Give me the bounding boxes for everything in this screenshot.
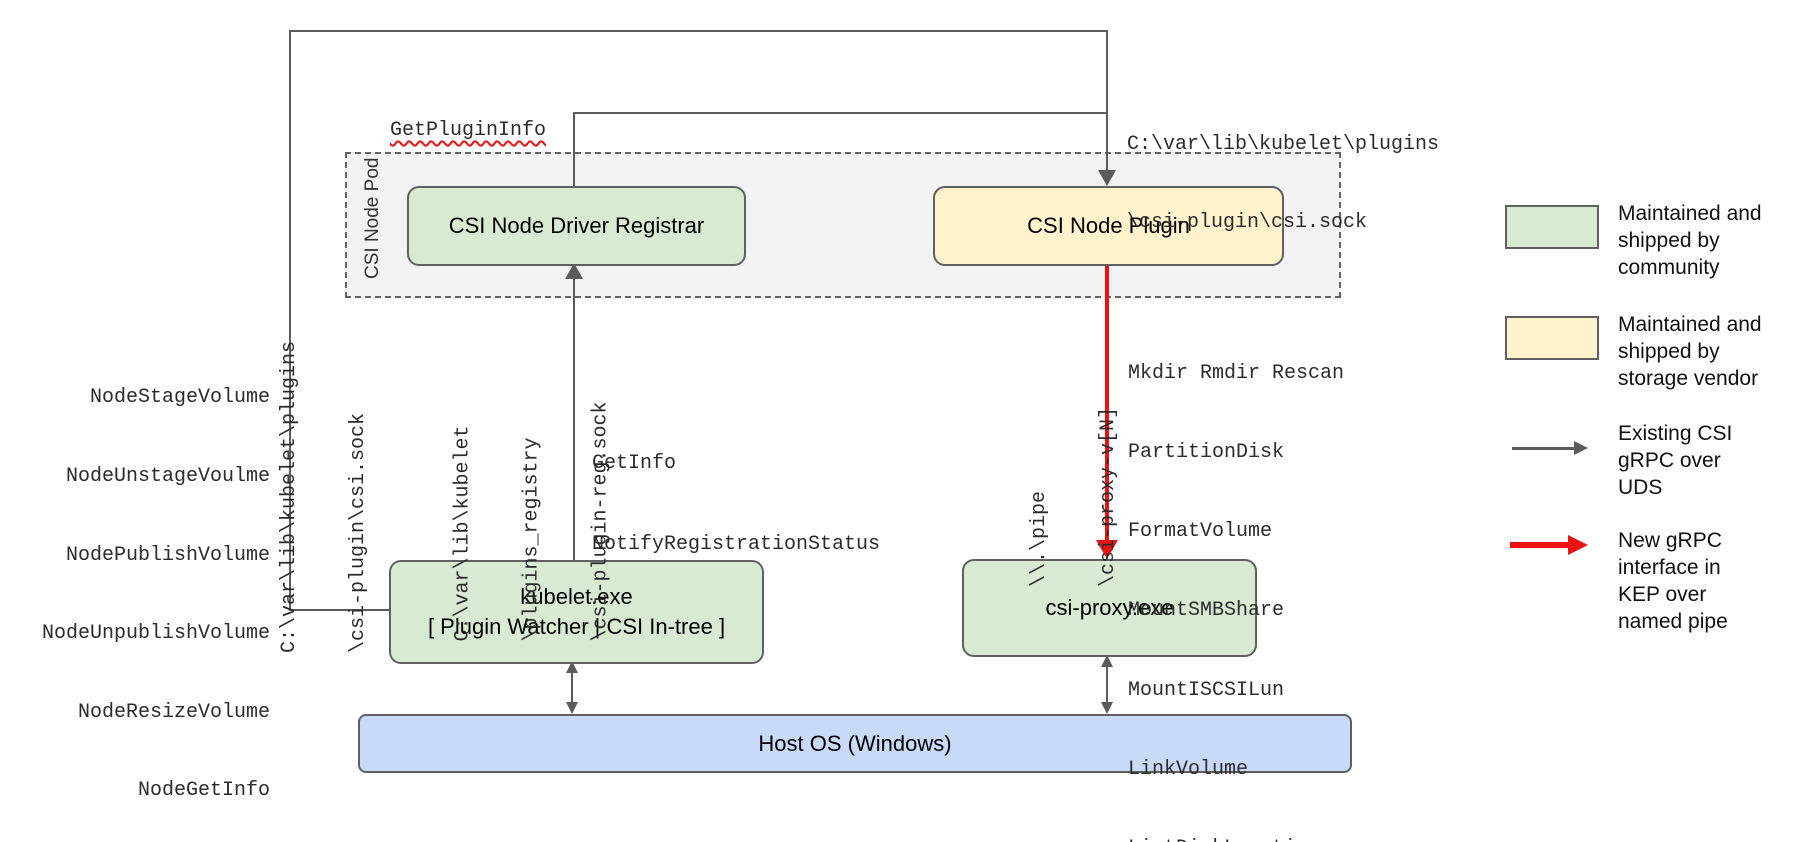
arrow-into-registrar-icon: [565, 263, 583, 279]
registry-sock-rot-line2: \plugins_registry: [520, 437, 544, 642]
legend-line: gRPC over: [1618, 449, 1721, 472]
proxy-method-item: MountISCSILun: [1128, 678, 1285, 702]
connector-getplugininfo: [573, 112, 1108, 114]
legend-gray-arrow-icon: [1574, 441, 1588, 455]
csi-proxy-box: csi-proxy.exe: [962, 559, 1257, 657]
node-method-item: NodeGetInfo: [137, 779, 270, 803]
legend-line: shipped by: [1618, 229, 1720, 252]
getinfo-label: GetInfo: [592, 452, 677, 475]
node-methods-list: NodeStageVolume NodeUnstageVoulme NodePu…: [30, 333, 270, 842]
proxy-methods-list: Mkdir Rmdir Rescan PartitionDisk FormatV…: [1128, 308, 1344, 842]
legend-vendor-text: Maintained and shipped by storage vendor: [1618, 311, 1762, 392]
kubelet-csi-sock-rot-line1: C:\var\lib\kubelet\plugins: [278, 340, 301, 653]
proxy-method-item: ListDiskLocations: [1128, 836, 1344, 842]
legend-named-pipe-text: New gRPC interface in KEP over named pip…: [1618, 527, 1728, 635]
getplugininfo-label: GetPluginInfo: [390, 119, 547, 142]
kubelet-box: kubelet.exe [ Plugin Watcher | CSI In-tr…: [389, 560, 764, 664]
legend-red-arrow-line: [1510, 542, 1570, 548]
legend-line: community: [1618, 256, 1720, 279]
legend-line: shipped by: [1618, 340, 1720, 363]
connector-kubelet-hostos: [571, 672, 573, 704]
host-os-box: Host OS (Windows): [358, 714, 1352, 773]
legend-line: Maintained and: [1618, 202, 1762, 225]
connector-kubelet-loop-top: [289, 30, 1108, 32]
connector-plugin-drop: [1106, 30, 1108, 177]
named-pipe-rotated-label: \\.\pipe \csi-proxy-v[N]: [982, 387, 1166, 587]
csi-sock-path-line1: C:\var\lib\kubelet\plugins: [1127, 133, 1440, 156]
kubelet-label-line1: kubelet.exe: [520, 584, 633, 609]
node-method-item: NodeResizeVolume: [77, 700, 270, 724]
connector-kubelet-to-registrar: [573, 278, 575, 560]
kubelet-csi-sock-rot-line2: \csi-plugin\csi.sock: [347, 412, 370, 653]
legend-line: UDS: [1618, 476, 1663, 499]
csi-node-plugin-label: CSI Node Plugin: [1027, 213, 1190, 238]
legend-red-arrow-icon: [1568, 535, 1588, 555]
connector-csiproxy-hostos: [1106, 666, 1108, 704]
proxy-method-item: MountSMBShare: [1128, 599, 1285, 623]
red-arrow-into-csi-proxy-icon: [1096, 540, 1118, 559]
legend-line: New gRPC: [1618, 529, 1722, 552]
legend-community-swatch: [1505, 205, 1599, 249]
legend-vendor-swatch: [1505, 316, 1599, 360]
legend-gray-arrow-line: [1512, 447, 1574, 450]
proxy-method-item: PartitionDisk: [1128, 441, 1285, 465]
proxy-method-item: LinkVolume: [1128, 757, 1249, 781]
proxy-method-item: Mkdir Rmdir Rescan: [1128, 361, 1345, 385]
kubelet-label-line2: [ Plugin Watcher | CSI In-tree ]: [427, 614, 726, 639]
kubelet-hostos-up-arrow-icon: [566, 661, 578, 673]
plugin-registry-sock-rotated-label: C:\var\lib\kubelet \plugins_registry \cs…: [406, 392, 659, 642]
kubelet-hostos-down-arrow-icon: [566, 702, 578, 714]
connector-plugin-to-csiproxy-red: [1105, 262, 1109, 542]
node-method-item: NodePublishVolume: [65, 543, 270, 567]
arrow-into-csi-node-plugin-icon: [1098, 170, 1116, 186]
pipe-rot-line1: \\.\pipe: [1028, 490, 1051, 587]
connector-kubelet-loop-left: [289, 30, 291, 611]
csi-sock-path-label: C:\var\lib\kubelet\plugins \csi-plugin\c…: [1127, 80, 1439, 288]
proxy-method-item: FormatVolume: [1128, 520, 1273, 544]
legend-line: Existing CSI: [1618, 422, 1733, 445]
legend-line: named pipe: [1618, 610, 1728, 633]
node-method-item: NodeStageVolume: [89, 386, 270, 410]
csiproxy-hostos-up-arrow-icon: [1101, 655, 1113, 667]
csi-node-driver-registrar-label: CSI Node Driver Registrar: [448, 213, 705, 238]
host-os-label: Host OS (Windows): [758, 730, 952, 756]
legend-line: Maintained and: [1618, 313, 1762, 336]
csiproxy-hostos-down-arrow-icon: [1101, 702, 1113, 714]
csi-sock-path-line2: \csi-plugin\csi.sock: [1127, 211, 1368, 234]
pipe-rot-line2: \csi-proxy-v[N]: [1097, 406, 1120, 587]
connector-kubelet-loop-bottom: [289, 609, 390, 611]
node-method-item: NodeUnstageVoulme: [65, 465, 270, 489]
legend-community-text: Maintained and shipped by community: [1618, 200, 1762, 281]
legend-uds-text: Existing CSI gRPC over UDS: [1618, 420, 1732, 501]
kubelet-csi-sock-rotated-label: C:\var\lib\kubelet\plugins \csi-plugin\c…: [232, 333, 416, 653]
csi-proxy-label: csi-proxy.exe: [1045, 595, 1174, 620]
legend-line: storage vendor: [1618, 367, 1759, 390]
csi-node-plugin-box: CSI Node Plugin: [933, 186, 1284, 266]
legend-line: KEP over: [1618, 583, 1707, 606]
node-method-item: NodeUnpublishVolume: [41, 622, 270, 646]
legend-line: interface in: [1618, 556, 1721, 579]
registration-calls-label: GetInfo NotifyRegistrationStatus: [592, 396, 880, 612]
csi-node-driver-registrar-box: CSI Node Driver Registrar: [407, 186, 746, 266]
registry-sock-rot-line1: C:\var\lib\kubelet: [451, 425, 475, 642]
connector-registrar-up: [573, 112, 575, 186]
notify-registration-status-label: NotifyRegistrationStatus: [592, 533, 881, 556]
registry-sock-rot-line3: \csi-plugin-reg.sock: [589, 401, 613, 642]
csi-node-pod-label: CSI Node Pod: [362, 157, 383, 279]
